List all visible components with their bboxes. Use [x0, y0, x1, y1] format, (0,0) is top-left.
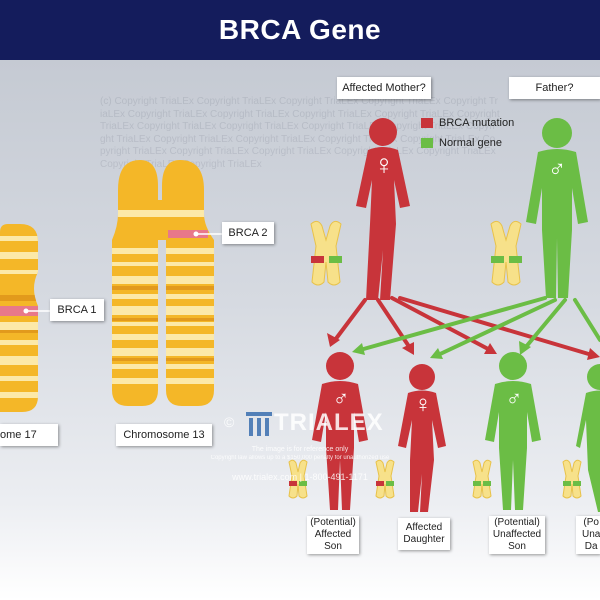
page-title: BRCA Gene: [218, 14, 382, 45]
brca2-marker: [168, 230, 208, 238]
normal-swatch: [421, 138, 433, 148]
legend-item-mutation: BRCA mutation: [421, 113, 521, 133]
watermark-line2: Copyright law allows up to a $150,000 pe…: [210, 455, 390, 461]
daughter2-figure: [576, 364, 600, 512]
son1-label: (Potential) Affected Son: [307, 516, 359, 554]
brca1-label: BRCA 1: [50, 299, 104, 321]
son2-male-icon: ♂: [505, 386, 523, 411]
diagram-background: [0, 60, 600, 600]
watermark-line1: The image is for reference only: [251, 446, 349, 453]
son2-figure: [485, 352, 541, 510]
father-chromosome: [490, 220, 522, 286]
inheritance-arrows: [327, 296, 600, 360]
father-label: Father?: [509, 77, 600, 99]
son1-chromosome: [288, 459, 308, 499]
daughter1-figure: [398, 364, 446, 512]
father-figure: [526, 118, 588, 298]
legend-item-normal: Normal gene: [421, 133, 521, 153]
son1-figure: [312, 352, 368, 510]
mother-label: Affected Mother?: [337, 77, 431, 99]
legend-mutation-label: BRCA mutation: [439, 117, 515, 129]
watermark-line3: www.trialex.com | 1-800-491-1171: [232, 472, 368, 482]
watermark-brand: TRIALEX: [274, 409, 384, 436]
daughter1-label: Affected Daughter: [398, 518, 450, 550]
son2-label: (Potential) Unaffected Son: [489, 516, 545, 554]
mutation-swatch: [421, 118, 433, 128]
title-banner: BRCA Gene: [0, 0, 600, 60]
watermark-copyright-symbol: ©: [224, 414, 235, 430]
trialex-logo-icon: [246, 412, 272, 436]
son2-chromosome: [472, 459, 492, 499]
legend: BRCA mutation Normal gene: [421, 113, 521, 159]
chromosome-13: [112, 160, 222, 406]
chromosome-17: [0, 224, 50, 412]
daughter1-female-icon: ♀: [414, 391, 432, 418]
daughter2-chromosome: [562, 459, 582, 499]
mother-female-icon: ♀: [373, 149, 395, 180]
chromosome-17-label: ome 17: [0, 424, 58, 446]
brca1-marker: [0, 306, 38, 316]
brca2-label: BRCA 2: [222, 222, 274, 244]
daughter2-label: (Po Una Da: [576, 516, 600, 554]
father-male-icon: ♂: [548, 156, 566, 183]
chromosome-13-label: Chromosome 13: [116, 424, 212, 446]
legend-normal-label: Normal gene: [439, 137, 502, 149]
mother-figure: [356, 118, 410, 300]
mother-chromosome: [310, 220, 342, 286]
son1-male-icon: ♂: [332, 386, 350, 411]
daughter1-chromosome: [375, 459, 395, 499]
